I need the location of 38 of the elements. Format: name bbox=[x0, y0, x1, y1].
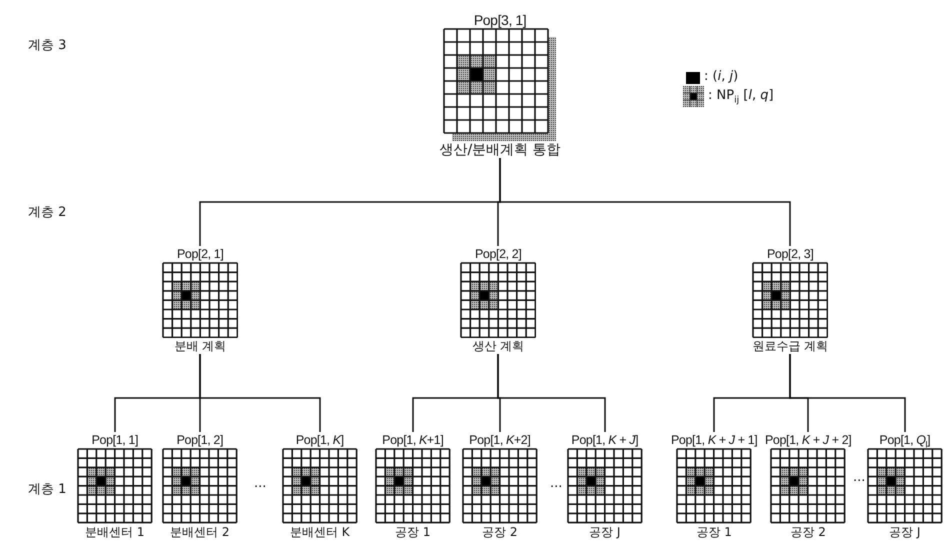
plan-label: 원료수급 계획 bbox=[752, 338, 828, 354]
plan-label: 공장 J bbox=[889, 524, 920, 540]
connector-line bbox=[497, 354, 606, 432]
connector-line bbox=[789, 354, 906, 432]
legend-label: : NP$_{ij}$ [l, q] bbox=[708, 88, 774, 103]
grid-label: Pop[2, 3] bbox=[766, 246, 814, 262]
grid-label: Pop[1, 1] bbox=[92, 432, 138, 448]
connector-line bbox=[499, 158, 791, 246]
plan-label: 생산 계획 bbox=[472, 338, 524, 354]
ellipsis: ... bbox=[254, 476, 266, 491]
plan-label: 공장 2 bbox=[790, 524, 826, 540]
plan-label: 공장 1 bbox=[395, 524, 431, 540]
grid-label: Pop[1, Q$_{l}$] bbox=[879, 432, 930, 448]
ellipsis: ... bbox=[550, 476, 562, 491]
plan-label: 생산/분배계획 통합 bbox=[440, 142, 561, 158]
plan-label: 공장 2 bbox=[482, 524, 518, 540]
plan-label: 분배센터 1 bbox=[85, 524, 145, 540]
plan-label: 공장 1 bbox=[696, 524, 732, 540]
plan-label: 분배센터 2 bbox=[170, 524, 230, 540]
ellipsis: ... bbox=[853, 470, 866, 485]
grid-label: Pop[1, K] bbox=[296, 432, 344, 448]
level-label: 계층 3 bbox=[28, 37, 66, 54]
grid-label: Pop[3, 1] bbox=[474, 12, 526, 28]
grid-label: Pop[1, 2] bbox=[176, 432, 224, 448]
plan-label: 공장 J bbox=[589, 524, 620, 540]
grid-label: Pop[1, K + J] bbox=[571, 432, 638, 448]
level-label: 계층 2 bbox=[28, 204, 66, 221]
level-label: 계층 1 bbox=[28, 481, 66, 498]
legend-label: : (i, j) bbox=[704, 69, 738, 84]
connector-line bbox=[199, 354, 321, 432]
grid-label: Pop[2, 1] bbox=[176, 246, 224, 262]
grid-label: Pop[1, K + J + 1] bbox=[671, 432, 758, 448]
plan-label: 분배 계획 bbox=[174, 338, 226, 354]
plan-label: 분배센터 K bbox=[290, 524, 350, 540]
grid-label: Pop[1, K+1] bbox=[382, 432, 444, 448]
grid-label: Pop[2, 2] bbox=[474, 246, 522, 262]
grid-label: Pop[1, K+2] bbox=[469, 432, 530, 448]
grid-label: Pop[1, K + J + 2] bbox=[765, 432, 852, 448]
